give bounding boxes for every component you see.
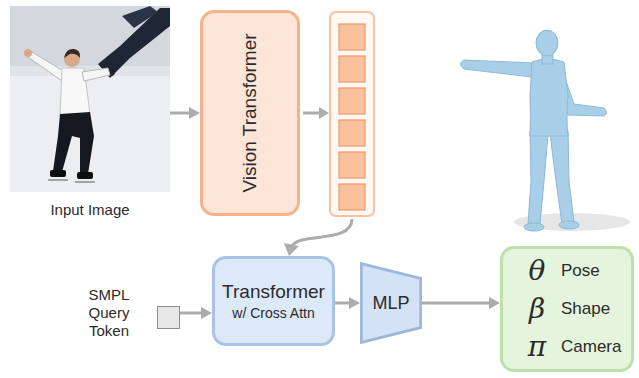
connector bbox=[422, 302, 491, 305]
connector bbox=[170, 112, 191, 115]
input-photo bbox=[10, 6, 170, 192]
arrow-head bbox=[189, 107, 200, 119]
param-symbol: π bbox=[517, 330, 557, 364]
connector bbox=[335, 302, 351, 305]
caption-row: Input Image bbox=[10, 201, 170, 218]
input-image: Input Image bbox=[10, 6, 170, 218]
arrow-head bbox=[201, 307, 212, 319]
token-label: SMPL Query Token bbox=[76, 286, 142, 340]
output-box: θPoseβShapeπCamera bbox=[500, 246, 634, 372]
decoder-box: Transformer w/ Cross Attn bbox=[212, 256, 335, 346]
smpl-mesh bbox=[452, 16, 632, 241]
token-square bbox=[157, 306, 180, 329]
trapezoid-outline bbox=[361, 264, 421, 343]
rotated-text: Vision Transformer bbox=[239, 33, 261, 192]
box-subtitle: w/ Cross Attn bbox=[232, 305, 314, 321]
connector bbox=[180, 312, 203, 315]
param-name: Shape bbox=[557, 292, 621, 326]
box-title: MLP bbox=[372, 293, 409, 314]
param-symbol: θ bbox=[517, 254, 557, 288]
box-title: Transformer bbox=[222, 281, 325, 303]
param-symbol: β bbox=[517, 292, 557, 326]
param-name: Pose bbox=[557, 254, 621, 288]
encoder-box: Vision Transformer bbox=[200, 10, 300, 216]
param-name: Camera bbox=[557, 330, 621, 364]
image-caption: Input Image bbox=[50, 201, 129, 218]
query-token: SMPL Query Token bbox=[76, 280, 180, 346]
arrow-head bbox=[489, 297, 500, 309]
box-title: Vision Transformer bbox=[239, 33, 261, 192]
arrow-head bbox=[349, 297, 360, 309]
mlp-trapezoid: MLP bbox=[360, 262, 422, 344]
